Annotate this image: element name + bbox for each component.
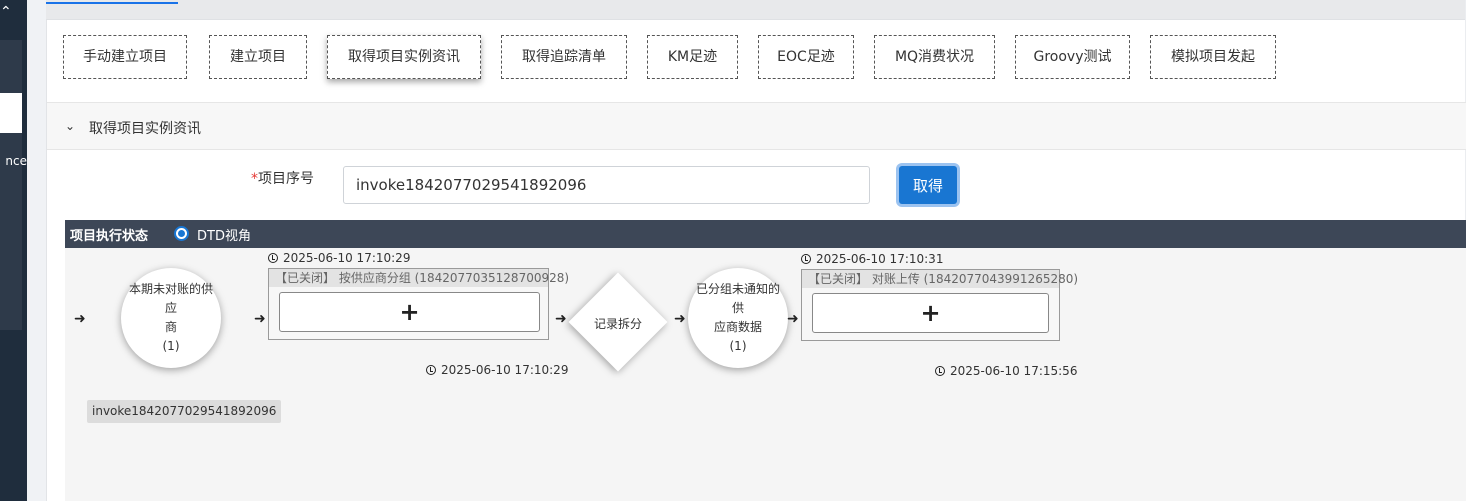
tab-strip <box>46 0 1465 20</box>
get-trace-list-button[interactable]: 取得追踪清单 <box>501 35 627 79</box>
task1-end-time: 2025-06-10 17:10:29 <box>426 363 568 377</box>
start-node-count: (1) <box>162 339 180 353</box>
sidebar-menu-block <box>0 40 22 330</box>
dtd-view-radio[interactable] <box>174 226 189 241</box>
section-title: 取得项目实例资讯 <box>89 121 201 137</box>
mid-node[interactable]: 已分组未通知的供 应商数据 (1) <box>688 268 788 368</box>
get-project-instance-button[interactable]: 取得项目实例资讯 <box>327 35 481 79</box>
task1-start-time: 2025-06-10 17:10:29 <box>268 251 410 265</box>
create-project-button[interactable]: 建立项目 <box>209 35 307 79</box>
status-title: 项目执行状态 <box>70 229 149 244</box>
mq-consume-status-button[interactable]: MQ消费状况 <box>874 35 995 79</box>
task2-end-time-text: 2025-06-10 17:15:56 <box>950 364 1078 378</box>
task2-start-time: 2025-06-10 17:10:31 <box>801 252 943 266</box>
manual-create-project-button[interactable]: 手动建立项目 <box>63 35 187 79</box>
task2-end-time: 2025-06-10 17:15:56 <box>935 364 1077 378</box>
section-header[interactable]: ⌄ 取得项目实例资讯 <box>47 102 1466 150</box>
status-bar: 项目执行状态 DTD视角 <box>65 220 1466 248</box>
task1-start-time-text: 2025-06-10 17:10:29 <box>283 251 411 265</box>
project-serial-label: *项目序号 <box>251 168 314 188</box>
main-panel: 手动建立项目 建立项目 取得项目实例资讯 取得追踪清单 KM足迹 EOC足迹 M… <box>46 20 1466 501</box>
fetch-button[interactable]: 取得 <box>899 166 957 204</box>
instance-tag: invoke1842077029541892096 <box>87 400 282 423</box>
project-serial-label-text: 项目序号 <box>258 171 314 187</box>
arrow-right-icon: ➜ <box>74 311 86 327</box>
arrow-right-icon: ➜ <box>254 311 266 327</box>
project-serial-input[interactable] <box>343 166 870 204</box>
execution-status-panel: 项目执行状态 DTD视角 ➜ 本期未对账的供应 商 (1) invoke1842… <box>65 220 1466 501</box>
start-node-line-1: 本期未对账的供应 <box>128 282 213 315</box>
plus-icon: + <box>920 299 941 327</box>
clock-icon <box>268 253 278 263</box>
tab-active-indicator[interactable] <box>46 0 178 4</box>
task2-header: 【已关闭】 对账上传 (1842077043991265280) <box>802 270 1078 288</box>
arrow-right-icon: ➜ <box>674 311 686 327</box>
km-trace-button[interactable]: KM足迹 <box>647 35 738 79</box>
groovy-test-button[interactable]: Groovy测试 <box>1015 35 1130 79</box>
sidebar-item-label[interactable]: nce <box>5 154 27 168</box>
gateway-label: 记录拆分 <box>593 317 642 331</box>
chevron-up-icon[interactable]: ⌃ <box>0 4 12 20</box>
chevron-down-icon[interactable]: ⌄ <box>65 119 76 133</box>
eoc-trace-button[interactable]: EOC足迹 <box>758 35 854 79</box>
dtd-view-label[interactable]: DTD视角 <box>197 229 251 244</box>
mid-node-line-2: 应商数据 <box>713 320 762 334</box>
required-mark: * <box>251 171 258 187</box>
mid-node-line-1: 已分组未通知的供 <box>695 282 780 315</box>
task1-end-time-text: 2025-06-10 17:10:29 <box>441 363 569 377</box>
mid-node-count: (1) <box>729 339 747 353</box>
start-node-line-2: 商 <box>164 320 177 334</box>
task1-header: 【已关闭】 按供应商分组 (1842077035128700928) <box>269 269 569 287</box>
task2-start-time-text: 2025-06-10 17:10:31 <box>816 252 944 266</box>
clock-icon <box>801 254 811 264</box>
simulate-project-start-button[interactable]: 模拟项目发起 <box>1150 35 1276 79</box>
sidebar: ⌃ nce <box>0 0 27 501</box>
task2-expand-button[interactable]: + <box>812 293 1049 333</box>
arrow-right-icon: ➜ <box>555 311 567 327</box>
arrow-right-icon: ➜ <box>787 311 799 327</box>
plus-icon: + <box>399 298 420 326</box>
task2-box: 【已关闭】 对账上传 (1842077043991265280) + <box>801 269 1078 341</box>
clock-icon <box>426 365 436 375</box>
task1-box: 【已关闭】 按供应商分组 (1842077035128700928) + <box>268 268 569 340</box>
task1-expand-button[interactable]: + <box>279 292 540 332</box>
clock-icon <box>935 366 945 376</box>
start-node[interactable]: 本期未对账的供应 商 (1) <box>121 268 221 368</box>
sidebar-item-active[interactable] <box>0 93 22 133</box>
layout-gutter <box>27 0 46 501</box>
